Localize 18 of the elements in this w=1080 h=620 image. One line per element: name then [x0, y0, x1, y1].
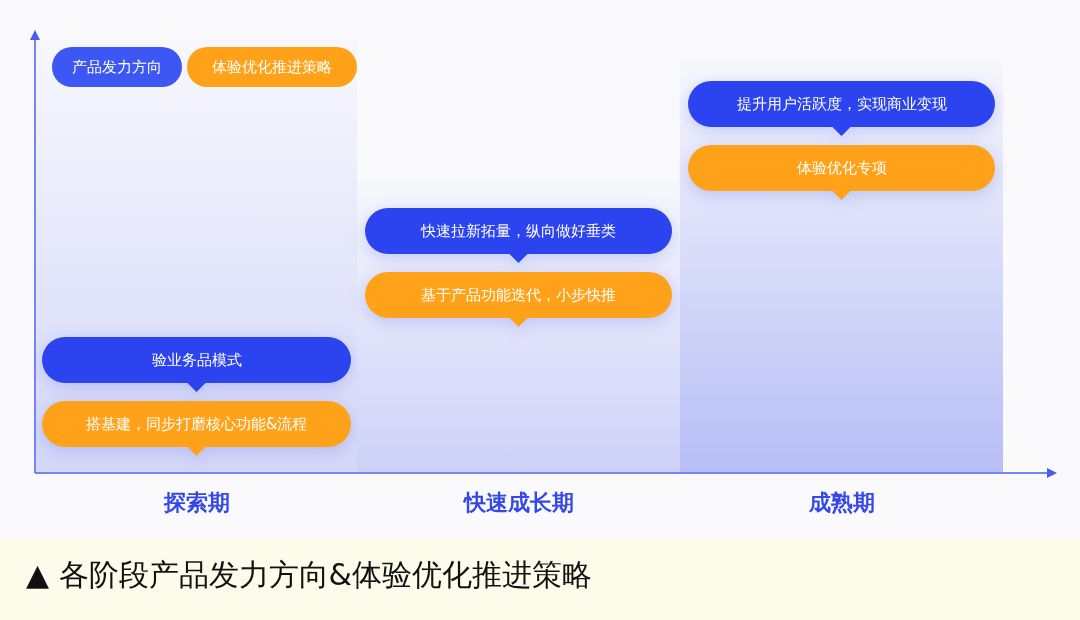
speech-bubble — [688, 145, 995, 201]
stage-label: 快速成长期 — [462, 489, 575, 517]
speech-bubble — [365, 208, 672, 264]
bubble-text: 快速拉新拓量，纵向做好垂类 — [419, 221, 617, 242]
stage-label: 成熟期 — [807, 489, 876, 517]
bubble-text: 搭基建，同步打磨核心功能&流程 — [84, 414, 309, 435]
bubble-text: 基于产品功能迭代，小步快推 — [420, 285, 617, 306]
speech-bubble — [688, 81, 995, 137]
legend-chip: 体验优化推进策略 — [187, 47, 357, 87]
bubble-text: 提升用户活跃度，实现商业变现 — [735, 94, 948, 115]
speech-bubble — [365, 272, 672, 328]
bubble-text: 体验优化专项 — [795, 158, 888, 179]
stage-label: 探索期 — [162, 489, 231, 517]
legend-chip: 产品发力方向 — [52, 47, 182, 87]
bubble-text: 验业务品模式 — [150, 350, 243, 371]
speech-bubble — [42, 337, 351, 393]
speech-bubble — [42, 401, 351, 457]
caption-text: ▲ 各阶段产品发力方向&体验优化推进策略 — [26, 556, 592, 594]
